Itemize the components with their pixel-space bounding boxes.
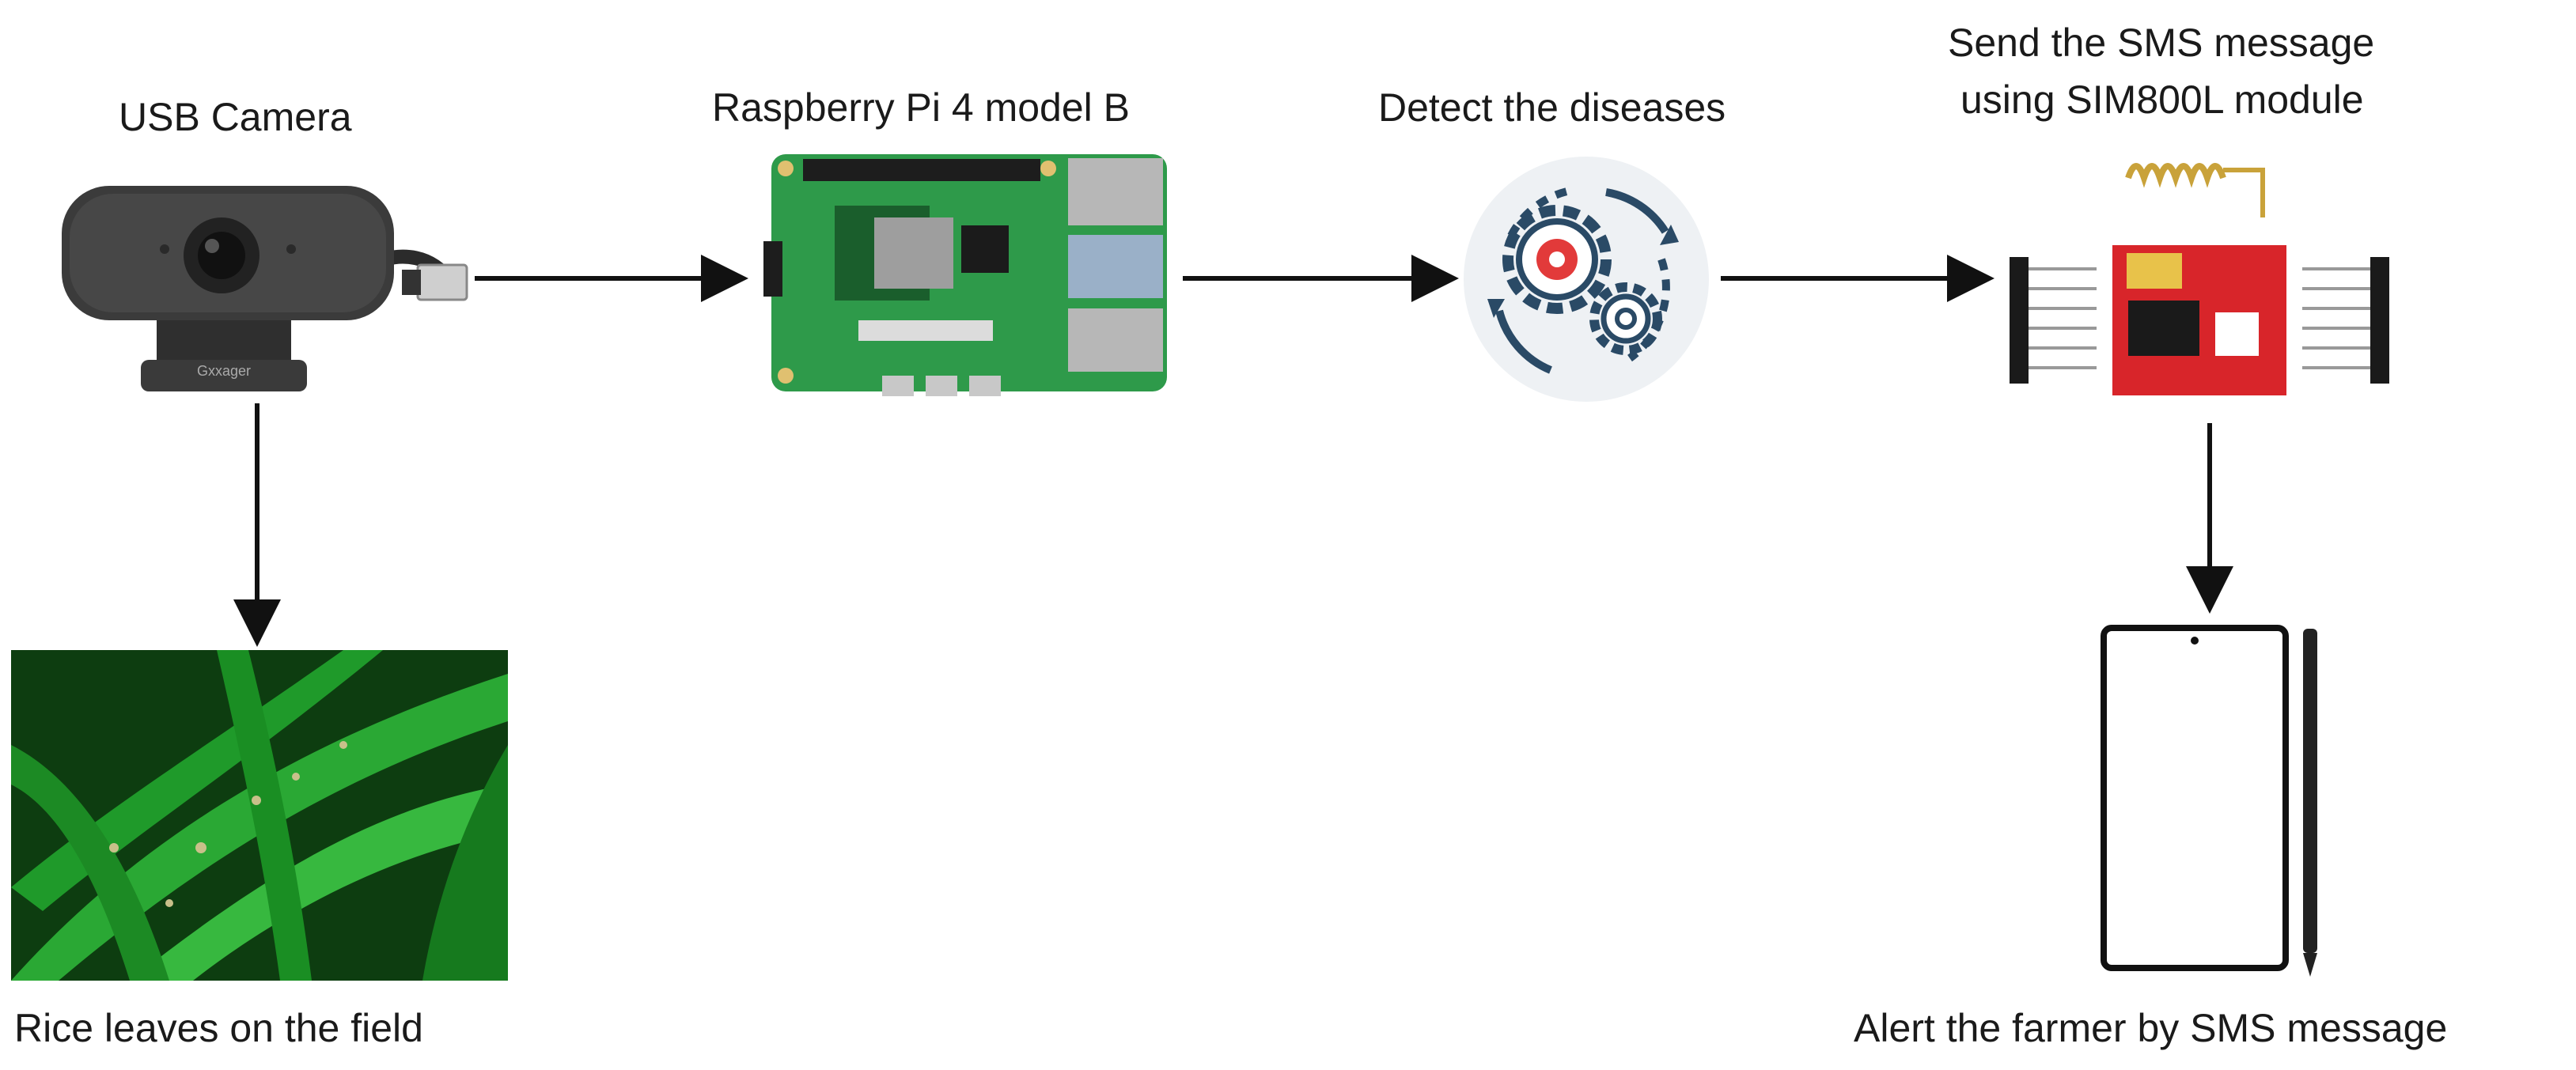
stylus-icon	[2303, 629, 2317, 977]
usb-camera-node: Gxxager	[54, 162, 481, 399]
camera-brand: Gxxager	[197, 363, 251, 379]
sim800l-node	[2010, 138, 2389, 423]
raspberry-pi-board-icon	[763, 154, 1167, 396]
sim800l-module-icon	[2010, 163, 2389, 395]
camera-label: USB Camera	[119, 95, 352, 139]
smartphone-icon	[2101, 625, 2289, 971]
rice-leaves-image	[11, 650, 508, 981]
leaves-label: Rice leaves on the field	[14, 1006, 423, 1050]
stylus-node	[2298, 629, 2322, 977]
alert-label: Alert the farmer by SMS message	[1854, 1006, 2448, 1050]
sms-label-line1: Send the SMS message	[1948, 21, 2375, 65]
smartphone-node	[2101, 625, 2290, 973]
rice-leaves-icon	[11, 650, 508, 981]
raspberry-pi-node	[763, 146, 1183, 407]
detect-node	[1456, 149, 1717, 410]
pi-label: Raspberry Pi 4 model B	[712, 85, 1131, 130]
gears-cycle-icon	[1464, 157, 1709, 402]
detect-label: Detect the diseases	[1378, 85, 1726, 130]
sms-label-line2: using SIM800L module	[1960, 78, 2364, 122]
usb-camera-icon: Gxxager	[62, 186, 468, 391]
